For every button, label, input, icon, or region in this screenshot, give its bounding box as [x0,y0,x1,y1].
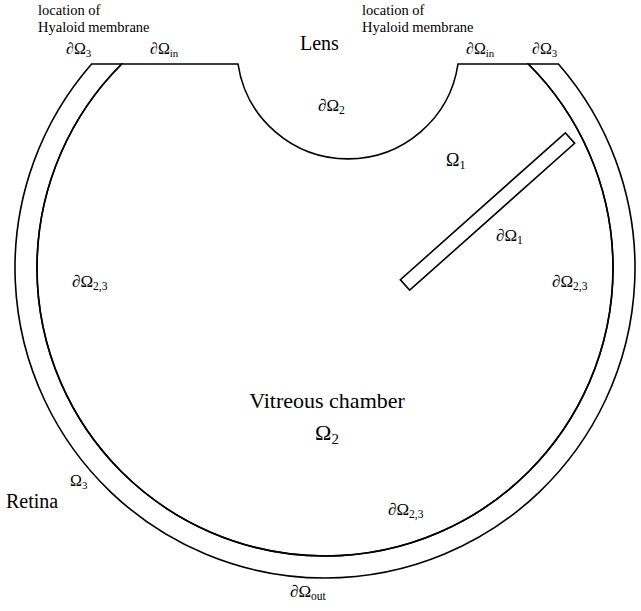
subscript: 1 [459,158,465,172]
region-symbol: Ω2 [315,420,339,446]
boundary-symbol: ∂Ω2,3 [552,272,587,292]
region-symbol: Ω3 [70,472,87,491]
subscript: 2 [339,104,345,117]
domain-symbol: Ω1 [446,150,466,171]
subscript: 1 [517,234,523,247]
vitreous-chamber: Vitreous chamberΩ2 Ω1 ∂Ω1 [30,58,622,563]
boundary-symbol: ∂Ω2 [318,96,345,116]
subscript: in [486,47,494,59]
retina-band-border [15,64,635,578]
subscript: in [170,47,178,59]
boundary-symbol: ∂Ω3 [532,40,557,59]
boundary-symbol: ∂Ω1 [496,226,523,246]
boundary-symbol: ∂Ωout [290,582,326,602]
vitreous-chamber-outline [30,58,622,563]
subscript: out [311,590,326,603]
retina-band-outline [0,56,641,586]
subscript: 2,3 [573,280,587,293]
retina-band: Retina Ω3 [0,56,641,586]
subscript: 2,3 [93,280,107,293]
membrane-note: location of Hyaloid membrane [38,2,150,36]
region-name: Vitreous chamber [249,388,405,414]
vitreous-chamber-border [37,64,613,556]
subscript: 3 [82,479,87,491]
boundary-symbol: ∂Ωin [466,40,494,59]
boundary-symbol: ∂Ωin [150,40,178,59]
implant-border [400,133,574,290]
boundary-symbol: ∂Ω3 [66,40,91,59]
boundary-symbol: ∂Ω2,3 [72,272,107,292]
membrane-note: location of Hyaloid membrane [362,2,474,36]
subscript: 3 [552,47,557,59]
subscript: 2,3 [409,508,423,521]
part-name: Lens [300,32,339,56]
boundary-symbol: ∂Ω2,3 [388,500,423,520]
subscript: 3 [86,47,91,59]
subscript: 2 [331,431,338,447]
region-name: Retina [6,490,58,514]
